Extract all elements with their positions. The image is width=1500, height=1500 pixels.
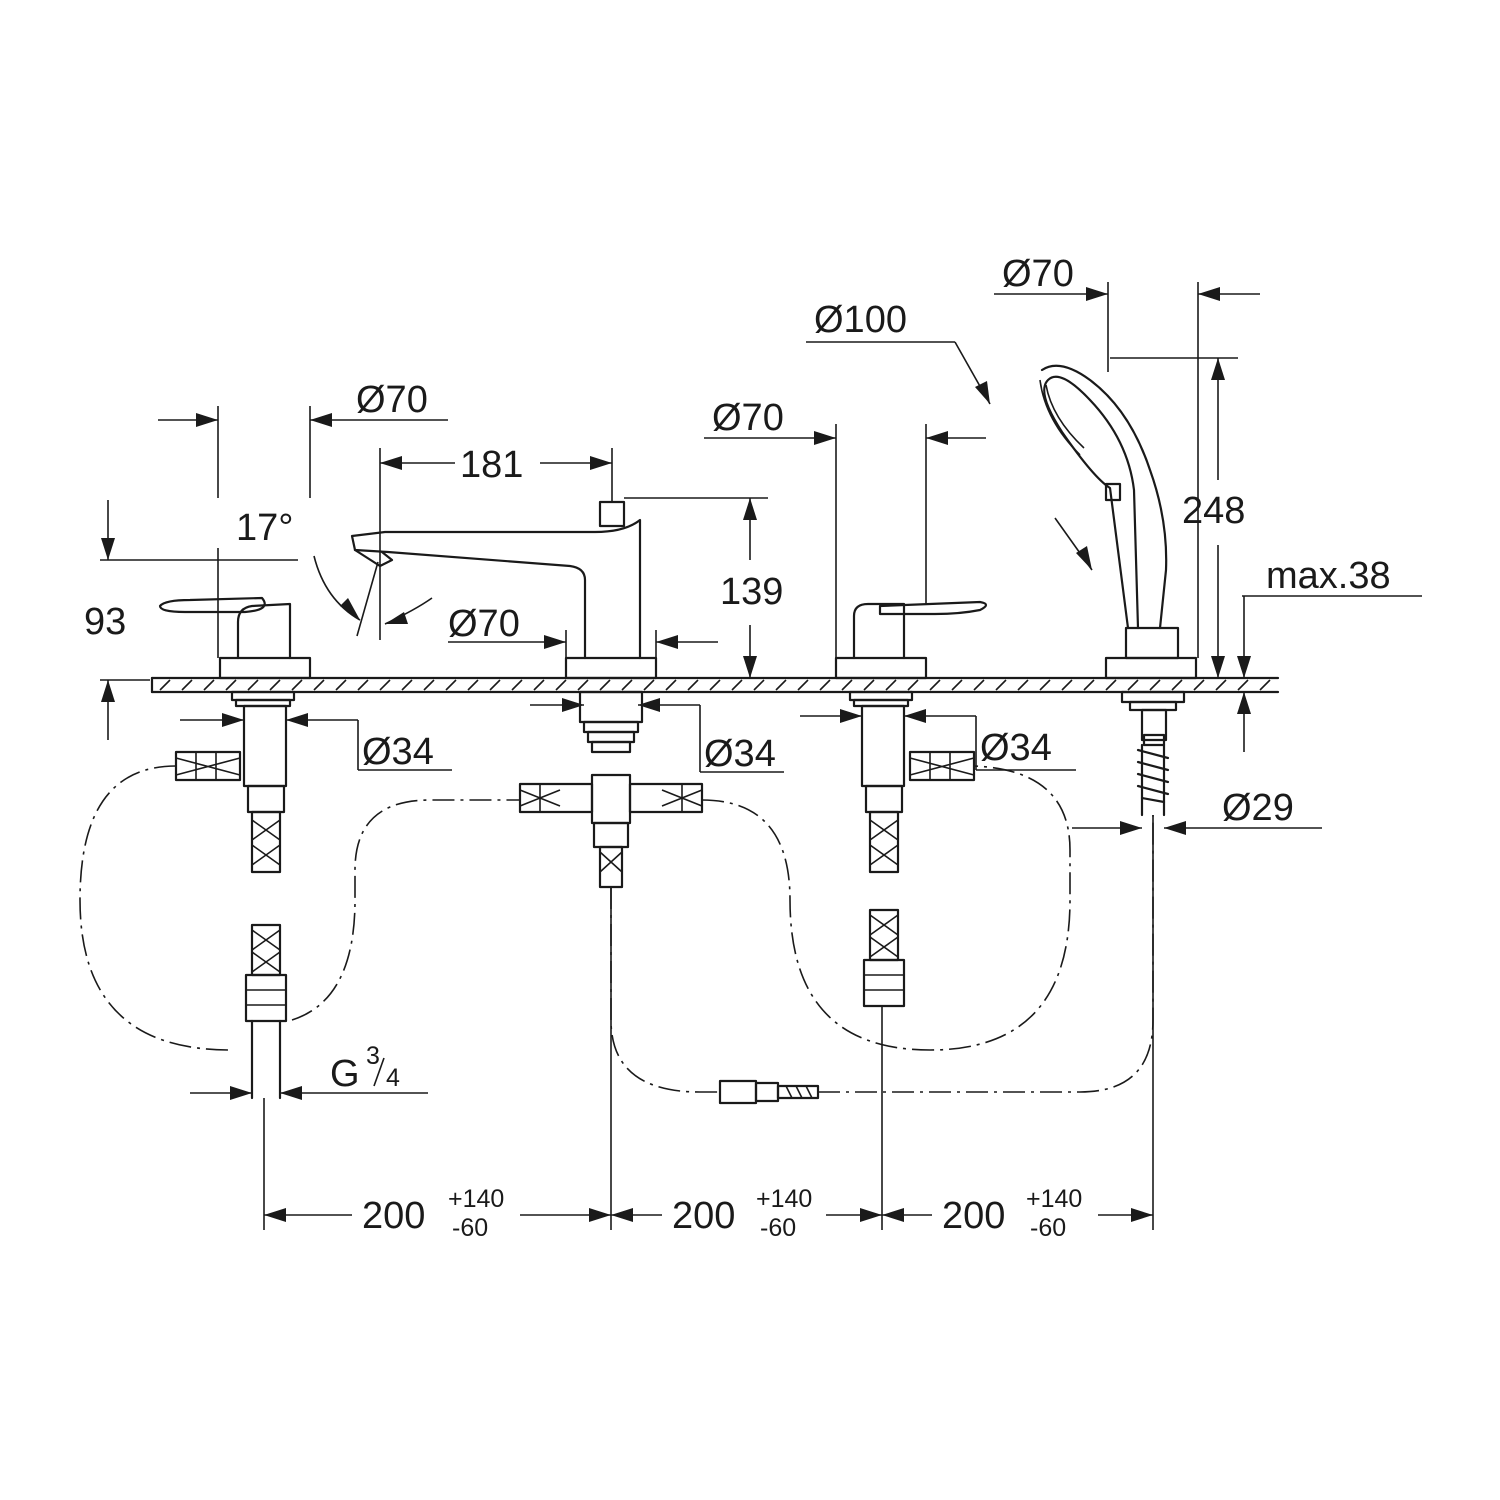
label-spout-reach: 181: [460, 444, 523, 486]
label-angle: 17°: [236, 507, 293, 549]
label-shower-height: 248: [1182, 490, 1245, 532]
left-handle-valve: [158, 596, 312, 1100]
hoses: [79, 765, 1154, 1105]
label-tol-minus-3: -60: [1030, 1214, 1066, 1242]
right-handle-valve: [834, 600, 988, 1008]
label-spacing-2: 200: [672, 1195, 735, 1237]
label-dia-right-valve: Ø70: [712, 397, 784, 439]
label-tol-plus-1: +140: [448, 1185, 504, 1213]
dimension-labels: Ø70 181 17° 93 139 Ø70 Ø70 Ø70 Ø100 248 …: [84, 253, 1391, 1242]
label-tol-minus-1: -60: [452, 1214, 488, 1242]
label-dia-spout-base: Ø70: [448, 603, 520, 645]
label-dia-shower-head: Ø70: [1002, 253, 1074, 295]
hand-shower: [1039, 364, 1198, 817]
deck-plate: [150, 676, 1280, 694]
label-dia-shower-100: Ø100: [814, 299, 907, 341]
label-dia-34-mid: Ø34: [704, 733, 776, 775]
label-dia-29: Ø29: [1222, 787, 1294, 829]
label-dia-spout-top: Ø70: [356, 379, 428, 421]
spout: [350, 500, 704, 889]
label-thread-g: G: [330, 1053, 360, 1095]
label-thread-den: 4: [386, 1064, 400, 1092]
dimension-lines: [101, 287, 1322, 1222]
label-tol-plus-3: +140: [1026, 1185, 1082, 1213]
label-dia-34-right: Ø34: [980, 727, 1052, 769]
extension-lines: [100, 282, 1422, 1230]
label-height-93: 93: [84, 601, 126, 643]
label-thread-num: 3: [366, 1042, 380, 1070]
label-spacing-1: 200: [362, 1195, 425, 1237]
label-spacing-3: 200: [942, 1195, 1005, 1237]
label-tol-minus-2: -60: [760, 1214, 796, 1242]
label-tol-plus-2: +140: [756, 1185, 812, 1213]
label-dia-34-left: Ø34: [362, 731, 434, 773]
label-max-deck: max.38: [1266, 555, 1391, 597]
label-spout-height: 139: [720, 571, 783, 613]
